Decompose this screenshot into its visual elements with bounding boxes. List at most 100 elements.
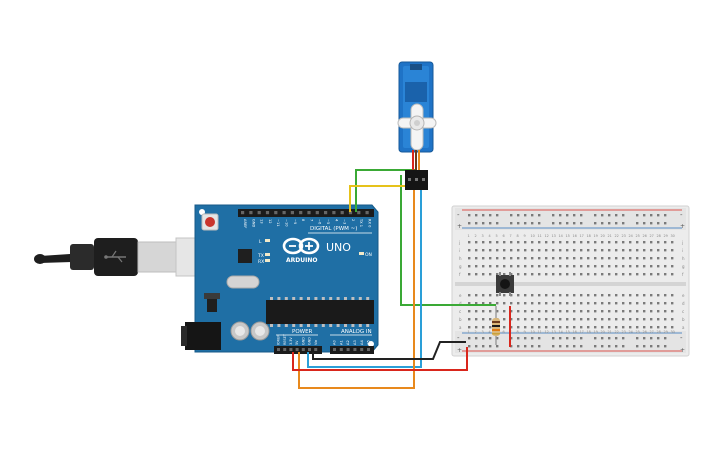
breadboard-hole[interactable] bbox=[671, 302, 674, 305]
digital-pin[interactable] bbox=[282, 211, 286, 215]
rail-hole[interactable] bbox=[580, 222, 583, 225]
rail-hole[interactable] bbox=[524, 222, 527, 225]
breadboard-hole[interactable] bbox=[475, 257, 478, 260]
breadboard-hole[interactable] bbox=[664, 241, 667, 244]
breadboard-hole[interactable] bbox=[552, 241, 555, 244]
breadboard-hole[interactable] bbox=[594, 302, 597, 305]
breadboard-hole[interactable] bbox=[573, 302, 576, 305]
breadboard-hole[interactable] bbox=[545, 294, 548, 297]
breadboard-hole[interactable] bbox=[538, 318, 541, 321]
rail-hole[interactable] bbox=[580, 337, 583, 340]
breadboard-hole[interactable] bbox=[489, 310, 492, 313]
breadboard-hole[interactable] bbox=[559, 265, 562, 268]
breadboard-hole[interactable] bbox=[531, 257, 534, 260]
breadboard-hole[interactable] bbox=[636, 326, 639, 329]
breadboard-hole[interactable] bbox=[671, 241, 674, 244]
breadboard-hole[interactable] bbox=[587, 294, 590, 297]
breadboard-hole[interactable] bbox=[531, 318, 534, 321]
rail-hole[interactable] bbox=[559, 214, 562, 217]
breadboard-hole[interactable] bbox=[475, 249, 478, 252]
breadboard-hole[interactable] bbox=[601, 273, 604, 276]
breadboard-hole[interactable] bbox=[538, 302, 541, 305]
breadboard-hole[interactable] bbox=[531, 326, 534, 329]
breadboard-hole[interactable] bbox=[622, 302, 625, 305]
breadboard-hole[interactable] bbox=[475, 294, 478, 297]
breadboard-hole[interactable] bbox=[468, 310, 471, 313]
rail-hole[interactable] bbox=[524, 214, 527, 217]
breadboard-hole[interactable] bbox=[517, 294, 520, 297]
rail-hole[interactable] bbox=[636, 214, 639, 217]
breadboard-hole[interactable] bbox=[573, 273, 576, 276]
resistor[interactable] bbox=[492, 306, 500, 345]
breadboard-hole[interactable] bbox=[629, 310, 632, 313]
breadboard-hole[interactable] bbox=[510, 257, 513, 260]
breadboard-hole[interactable] bbox=[468, 265, 471, 268]
breadboard-hole[interactable] bbox=[643, 294, 646, 297]
breadboard-hole[interactable] bbox=[566, 310, 569, 313]
breadboard-hole[interactable] bbox=[615, 273, 618, 276]
breadboard-hole[interactable] bbox=[496, 241, 499, 244]
power-pin[interactable] bbox=[308, 348, 311, 351]
breadboard-hole[interactable] bbox=[545, 318, 548, 321]
rail-hole[interactable] bbox=[622, 337, 625, 340]
breadboard-hole[interactable] bbox=[657, 257, 660, 260]
rail-hole[interactable] bbox=[594, 214, 597, 217]
breadboard-hole[interactable] bbox=[538, 265, 541, 268]
rail-hole[interactable] bbox=[650, 214, 653, 217]
breadboard-hole[interactable] bbox=[482, 265, 485, 268]
breadboard-hole[interactable] bbox=[524, 257, 527, 260]
breadboard-hole[interactable] bbox=[475, 273, 478, 276]
breadboard-hole[interactable] bbox=[545, 310, 548, 313]
breadboard-hole[interactable] bbox=[671, 294, 674, 297]
digital-pin[interactable] bbox=[348, 211, 353, 215]
breadboard-hole[interactable] bbox=[552, 294, 555, 297]
rail-hole[interactable] bbox=[608, 214, 611, 217]
breadboard-hole[interactable] bbox=[510, 302, 513, 305]
breadboard-hole[interactable] bbox=[517, 310, 520, 313]
breadboard-hole[interactable] bbox=[629, 241, 632, 244]
breadboard-hole[interactable] bbox=[517, 257, 520, 260]
breadboard-hole[interactable] bbox=[468, 302, 471, 305]
rail-hole[interactable] bbox=[510, 345, 513, 348]
breadboard-hole[interactable] bbox=[587, 318, 590, 321]
rail-hole[interactable] bbox=[643, 214, 646, 217]
breadboard-hole[interactable] bbox=[594, 257, 597, 260]
breadboard-hole[interactable] bbox=[580, 310, 583, 313]
digital-pin[interactable] bbox=[307, 211, 311, 215]
breadboard-hole[interactable] bbox=[629, 302, 632, 305]
breadboard-hole[interactable] bbox=[587, 326, 590, 329]
rail-hole[interactable] bbox=[594, 337, 597, 340]
breadboard-hole[interactable] bbox=[531, 241, 534, 244]
breadboard-hole[interactable] bbox=[622, 273, 625, 276]
breadboard-hole[interactable] bbox=[629, 326, 632, 329]
breadboard-hole[interactable] bbox=[650, 310, 653, 313]
breadboard-hole[interactable] bbox=[594, 310, 597, 313]
breadboard-hole[interactable] bbox=[503, 241, 506, 244]
breadboard-hole[interactable] bbox=[489, 257, 492, 260]
rail-hole[interactable] bbox=[601, 337, 604, 340]
breadboard-hole[interactable] bbox=[524, 249, 527, 252]
breadboard-hole[interactable] bbox=[594, 249, 597, 252]
rail-hole[interactable] bbox=[517, 214, 520, 217]
breadboard-hole[interactable] bbox=[622, 294, 625, 297]
breadboard-hole[interactable] bbox=[636, 241, 639, 244]
breadboard-hole[interactable] bbox=[531, 273, 534, 276]
breadboard-hole[interactable] bbox=[468, 249, 471, 252]
analog-pin[interactable] bbox=[339, 348, 343, 351]
rail-hole[interactable] bbox=[657, 214, 660, 217]
breadboard-hole[interactable] bbox=[587, 249, 590, 252]
breadboard-hole[interactable] bbox=[615, 249, 618, 252]
digital-pin[interactable] bbox=[315, 211, 319, 215]
breadboard-hole[interactable] bbox=[545, 326, 548, 329]
breadboard-hole[interactable] bbox=[643, 318, 646, 321]
breadboard-hole[interactable] bbox=[601, 257, 604, 260]
breadboard-hole[interactable] bbox=[538, 326, 541, 329]
usb-cable[interactable] bbox=[34, 237, 197, 277]
breadboard-hole[interactable] bbox=[503, 257, 506, 260]
analog-pin[interactable] bbox=[346, 348, 350, 351]
breadboard-hole[interactable] bbox=[475, 302, 478, 305]
breadboard-hole[interactable] bbox=[517, 249, 520, 252]
breadboard-hole[interactable] bbox=[650, 294, 653, 297]
rail-hole[interactable] bbox=[615, 214, 618, 217]
